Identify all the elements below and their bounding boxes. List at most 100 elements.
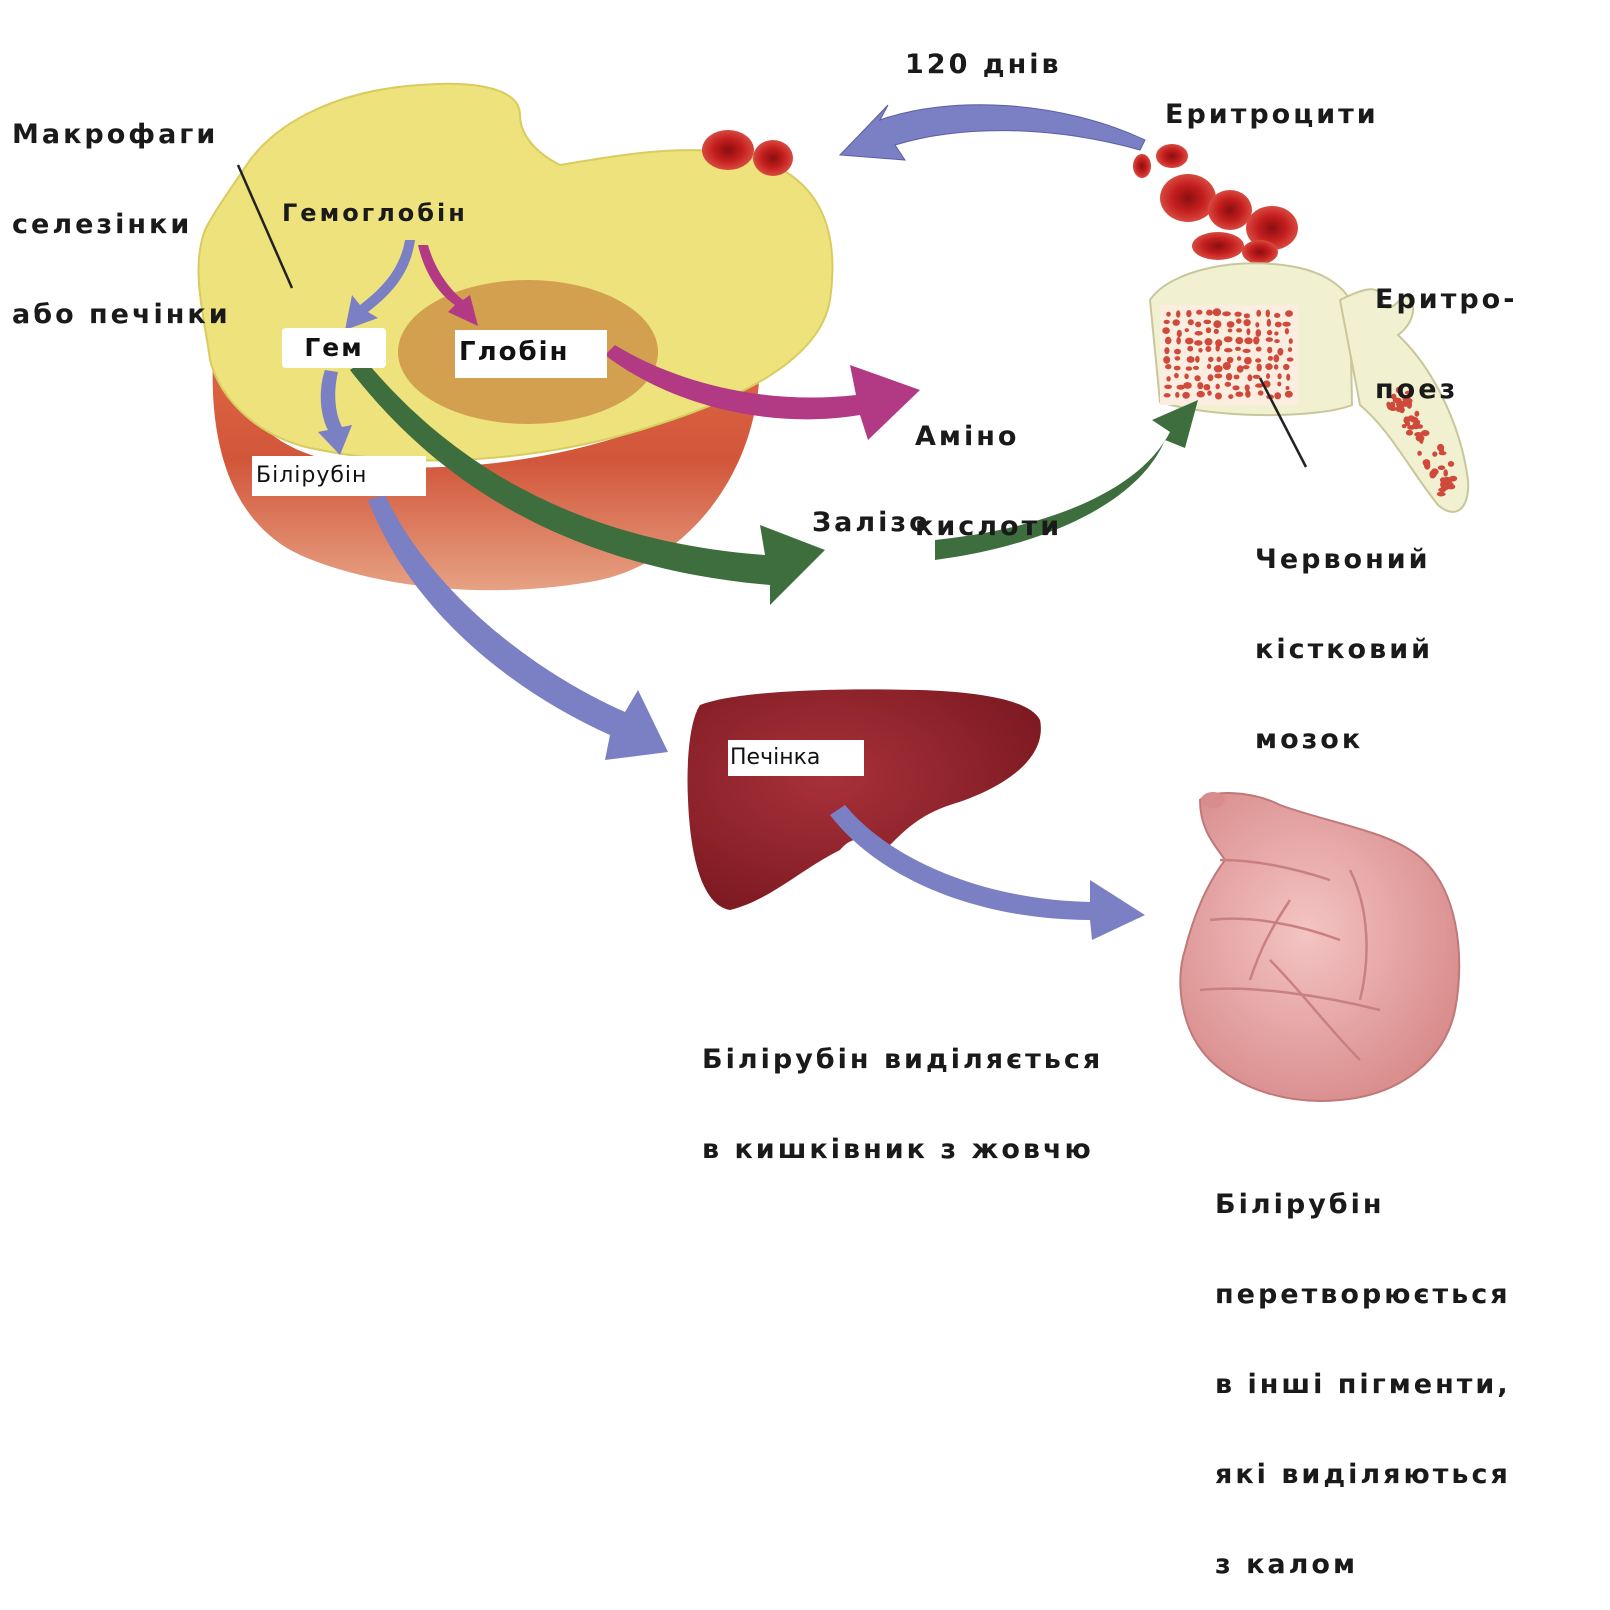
marrow-dot [1176,329,1182,338]
marrow-dot [1212,308,1222,317]
marrow-dot [1424,461,1431,470]
marrow-dot [1224,348,1233,353]
marrow-dot [1205,346,1212,352]
label-bile-excretion-line-1: Білірубін виділяється [702,1044,1104,1075]
marrow-dot [1196,309,1203,315]
marrow-dot [1184,328,1190,333]
marrow-dot [1225,373,1233,381]
label-red-marrow: Червоний кістковий мозок [1255,485,1433,785]
label-red-marrow-line-2: кістковий [1255,634,1434,665]
marrow-dot [1186,310,1192,318]
label-macrophages: Макрофаги селезінки або печінки [12,60,231,360]
marrow-dot [1287,347,1293,352]
marrow-dot [1414,410,1420,417]
marrow-dot [1175,391,1180,398]
marrow-dot [1436,491,1446,497]
label-intestine-fate-line-4: які виділяються [1215,1459,1511,1490]
marrow-dot [1449,475,1458,482]
marrow-dot [1232,385,1240,391]
marrow-dot [1256,309,1262,317]
marrow-dot [1233,374,1240,380]
marrow-dot [1184,373,1189,380]
label-hemoglobin: Гемоглобін [282,199,468,227]
marrow-dot [1286,373,1291,381]
marrow-dot [1173,365,1181,371]
marrow-dot [1174,372,1179,379]
marrow-dot [1215,344,1220,352]
marrow-dot [1257,390,1264,396]
marrow-dot [1213,320,1222,328]
marrow-dot [1243,313,1250,319]
marrow-dot [1242,348,1251,353]
marrow-dot [1195,355,1200,363]
marrow-dot [1255,358,1262,363]
marrow-dot [1274,331,1279,336]
label-macrophages-line-2: селезінки [12,209,193,240]
marrow-dot [1266,373,1270,379]
arrow-hemoglobin-globin [418,245,478,326]
marrow-dot [1207,374,1214,382]
marrow-dot [1255,383,1264,388]
marrow-dot [1395,402,1403,407]
label-amino-acids: Аміно кислоти [915,362,1062,572]
liver-illustration [687,689,1041,910]
marrow-dot [1432,451,1438,457]
marrow-dot [1255,322,1260,328]
label-bile-excretion: Білірубін виділяється в кишківник з жовч… [702,985,1103,1195]
label-bile-excretion-line-2: в кишківник з жовчю [702,1134,1094,1165]
arrow-heme-iron [350,360,825,605]
marrow-dot [1192,365,1200,370]
marrow-dot [1242,365,1250,370]
marrow-dot [1265,363,1273,370]
marrow-dot [1234,311,1242,317]
marrow-dot [1235,337,1244,345]
marrow-dot [1405,429,1414,436]
marrow-dot [1187,319,1194,326]
arrow-liver-intestine [830,805,1145,940]
marrow-dot [1204,338,1213,346]
marrow-dot [1252,374,1261,379]
marrow-dot [1164,384,1172,389]
arrows [318,104,1198,940]
marrow-dot [1203,319,1212,325]
marrow-dot [1437,443,1445,452]
marrow-dot [1277,381,1282,387]
marrow-dot [1274,313,1281,318]
marrow-dot [1222,311,1231,317]
marrow-dot [1166,311,1171,317]
marrow-dot [1386,401,1391,408]
marrow-dot [1216,356,1222,363]
marrow-dot [1266,318,1272,327]
arrow-globin-amino [605,345,920,440]
marrow-dot [1246,328,1251,336]
marrow-dot [1415,419,1421,425]
marrow-dot [1197,382,1204,390]
marrow-dot [1392,397,1402,404]
marrow-dot [1176,384,1186,390]
marrow-dot [1164,336,1172,345]
marrow-dot [1228,394,1234,399]
marrow-dot [1277,347,1284,356]
marrow-dot [1267,355,1273,361]
label-macrophages-line-1: Макрофаги [12,119,219,150]
label-red-marrow-line-1: Червоний [1255,544,1431,575]
marrow-dot [1395,405,1404,412]
label-intestine-fate-line-3: в інші пігменти, [1215,1369,1511,1400]
marrow-dot [1285,310,1293,317]
marrow-dot [1404,397,1413,405]
marrow-dot [1274,392,1282,400]
marrow-dot [1196,390,1205,398]
intestine-illustration [1179,792,1461,1102]
marrow-dot [1416,424,1423,429]
marrow-dot [1215,392,1222,400]
marrow-dot [1443,469,1448,477]
marrow-dot [1162,327,1170,334]
marrow-dot [1194,375,1201,382]
marrow-dot [1447,461,1455,467]
marrow-dot [1244,337,1253,345]
marrow-dot [1236,356,1242,361]
marrow-dot [1265,309,1271,318]
marrow-dot [1284,328,1289,335]
marrow-dot [1172,319,1180,326]
marrow-dot [1185,337,1194,345]
